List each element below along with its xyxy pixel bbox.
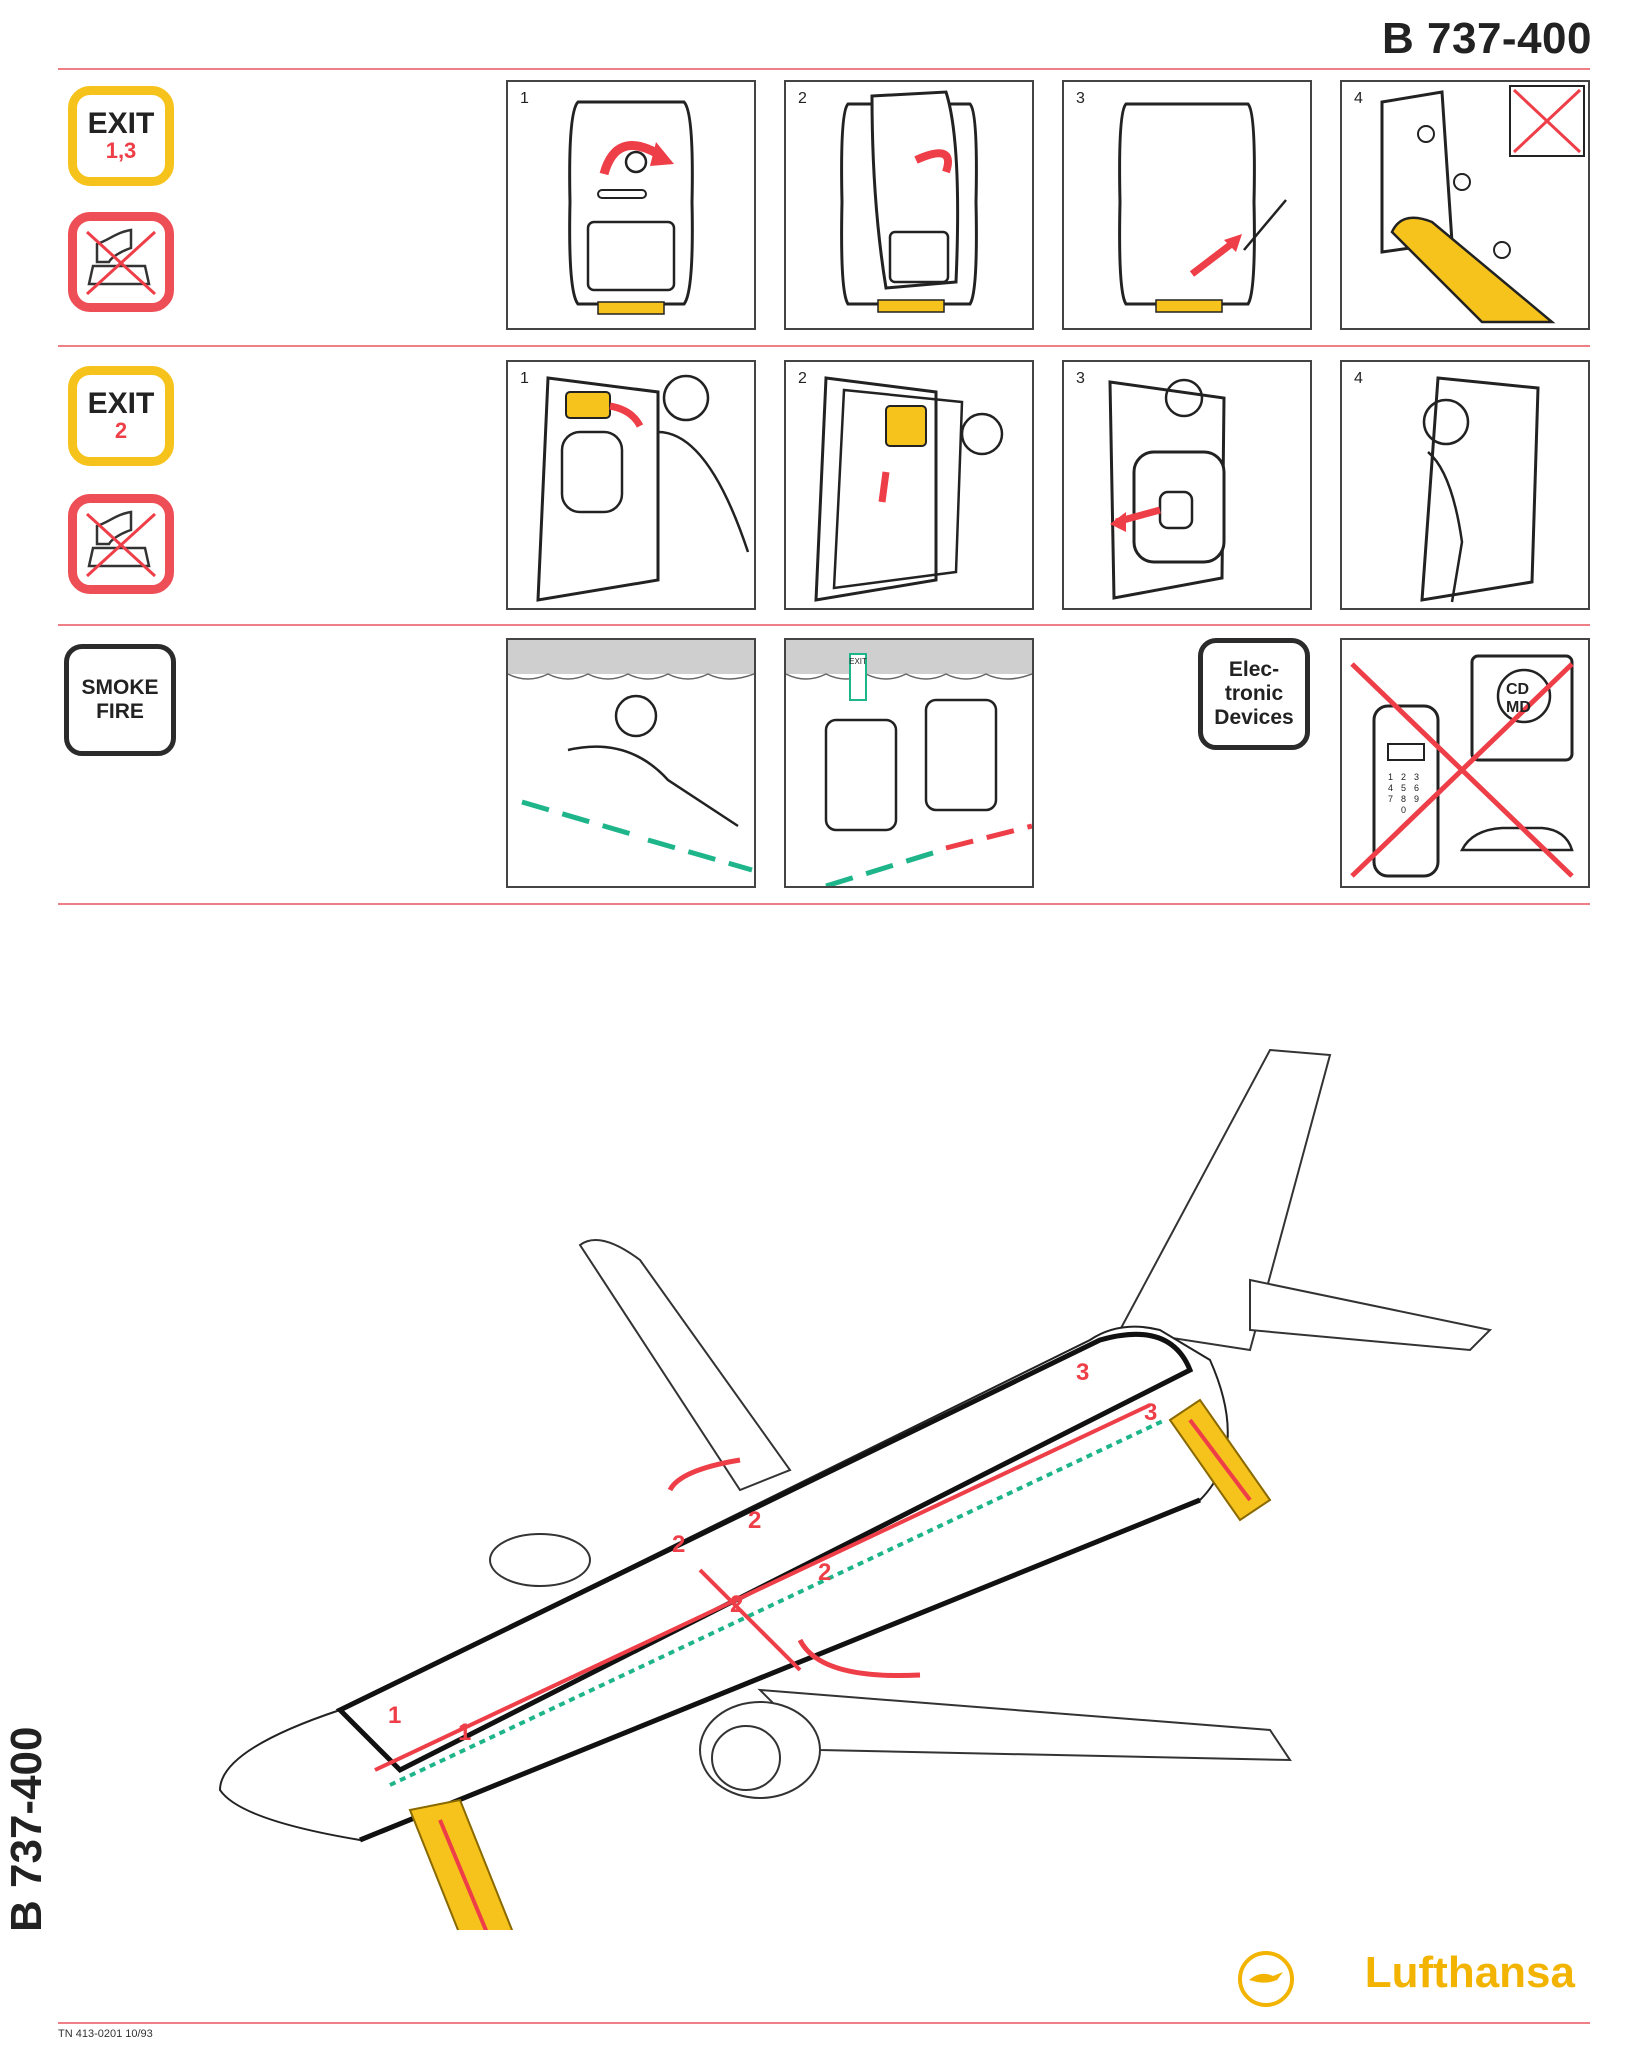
- exit13-step-2-panel: 2: [784, 80, 1034, 330]
- crane-logo-icon: [1238, 1951, 1294, 2007]
- exit-number: 1,3: [105, 137, 137, 163]
- devices-label-2: tronic: [1224, 681, 1284, 705]
- exit-2-badge: EXIT 2: [68, 366, 174, 466]
- smoke-step-2-panel: 2 EXIT: [784, 638, 1034, 888]
- keypad-key: 6: [1414, 783, 1420, 793]
- step-number: 3: [1076, 370, 1085, 387]
- phone-keypad: 1 2 3 4 5 6 7 8 9 0: [1388, 772, 1426, 815]
- exit2-step-2-panel: 2: [784, 360, 1034, 610]
- no-seat-bag-icon: [68, 494, 174, 594]
- devices-label-3: Devices: [1214, 706, 1294, 730]
- step-number: 2: [798, 90, 807, 107]
- exit-sign-icon: EXIT: [849, 657, 867, 666]
- exit2-step-4-panel: 4: [1340, 360, 1590, 610]
- keypad-key: 5: [1401, 783, 1407, 793]
- exit-marker-3b: 3: [1144, 1399, 1157, 1426]
- electronic-devices-panel: CD MD 1 2 3 4 5 6 7 8 9 0: [1340, 638, 1590, 888]
- exit-number: 2: [114, 417, 128, 443]
- step-number: 1: [520, 370, 529, 387]
- footer-code: TN 413-0201 10/93: [58, 2028, 153, 2040]
- keypad-key: 9: [1414, 794, 1420, 804]
- brand-wordmark: Lufthansa: [1364, 1948, 1575, 1997]
- side-model-title: B 737-400: [2, 1726, 51, 1932]
- step-number: 2: [798, 370, 807, 387]
- exit-marker-3a: 3: [1076, 1359, 1089, 1386]
- keypad-key: 7: [1388, 794, 1394, 804]
- md-label: MD: [1506, 699, 1531, 716]
- smoke-fire-badge: SMOKE FIRE: [64, 644, 176, 756]
- cd-label: CD: [1506, 681, 1530, 698]
- keypad-key: 2: [1401, 772, 1407, 782]
- exit-marker-1a: 1: [388, 1702, 401, 1729]
- exit-label: EXIT: [87, 106, 155, 140]
- exit2-step-1-panel: 1: [506, 360, 756, 610]
- exit13-step-3-panel: 3: [1062, 80, 1312, 330]
- smoke-label: SMOKE: [81, 675, 159, 699]
- divider-bottom: [58, 2022, 1590, 2024]
- keypad-key: 8: [1401, 794, 1407, 804]
- exit-marker-2d: 2: [818, 1559, 831, 1586]
- divider-top: [58, 68, 1590, 70]
- fire-label: FIRE: [96, 700, 144, 723]
- divider-row2: [58, 624, 1590, 626]
- exit-marker-2a: 2: [672, 1531, 685, 1558]
- electronic-devices-badge: Elec- tronic Devices: [1198, 638, 1310, 750]
- smoke-step-1-panel: 1: [506, 638, 756, 888]
- exit13-step-1-panel: 1: [506, 80, 756, 330]
- aircraft-cutaway-diagram: 1 1 2 2 2 2 3 3: [218, 1048, 1493, 1930]
- exit13-step-4-panel: 4: [1340, 80, 1590, 330]
- card-title: B 737-400: [1382, 14, 1592, 63]
- step-number: 4: [1354, 90, 1363, 107]
- exit2-step-3-panel: 3: [1062, 360, 1312, 610]
- exit-marker-1b: 1: [458, 1719, 471, 1746]
- keypad-key: 4: [1388, 783, 1394, 793]
- divider-row1: [58, 345, 1590, 347]
- exit-marker-2c: 2: [730, 1591, 743, 1618]
- divider-row3: [58, 903, 1590, 905]
- exit-label: EXIT: [87, 386, 155, 420]
- no-seat-bag-icon: [68, 212, 174, 312]
- step-number: 1: [520, 90, 529, 107]
- exit-marker-2b: 2: [748, 1507, 761, 1534]
- keypad-key: 3: [1414, 772, 1420, 782]
- exit-1-3-badge: EXIT 1,3: [68, 86, 174, 186]
- devices-label-1: Elec-: [1228, 657, 1280, 681]
- keypad-key: 0: [1401, 805, 1407, 815]
- step-number: 3: [1076, 90, 1085, 107]
- step-number: 4: [1354, 370, 1363, 387]
- keypad-key: 1: [1388, 772, 1394, 782]
